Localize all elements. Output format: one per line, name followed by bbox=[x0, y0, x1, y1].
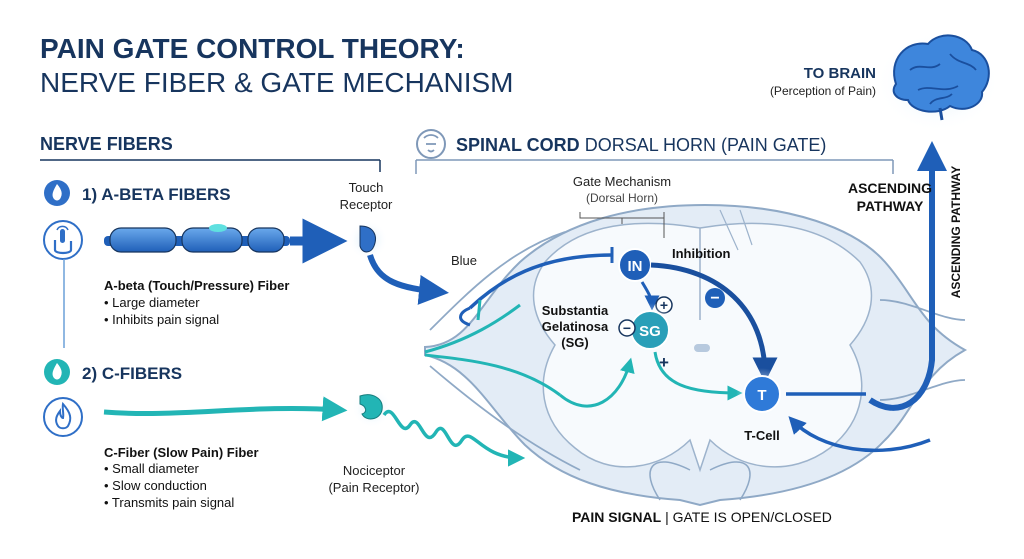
ascending-label-1: ASCENDING bbox=[848, 180, 932, 196]
ascending-pathway-arrow bbox=[868, 141, 947, 411]
sg-node-label: SG bbox=[639, 323, 661, 340]
ascending-label-2: PATHWAY bbox=[857, 198, 924, 214]
t-cell-node: T bbox=[736, 368, 788, 420]
a-beta-fiber bbox=[104, 218, 348, 264]
touch-receptor-label-2: Receptor bbox=[340, 197, 393, 212]
spinal-cord-heading: SPINAL CORD DORSAL HORN (PAIN GATE) bbox=[456, 135, 826, 155]
gate-mechanism-label: Gate Mechanism bbox=[573, 174, 671, 189]
footer-bold: PAIN SIGNAL bbox=[572, 509, 662, 525]
hand-touch-icon bbox=[43, 220, 83, 260]
footer-label: PAIN SIGNAL | GATE IS OPEN/CLOSED bbox=[572, 509, 832, 525]
c-fiber-pathway-upper bbox=[424, 303, 521, 354]
a-beta-to-cord-arrow bbox=[367, 254, 449, 305]
title-line-1: PAIN GATE CONTROL THEORY: bbox=[40, 33, 465, 64]
c-fiber-wave bbox=[382, 410, 526, 467]
spinal-cord-cross-section bbox=[424, 203, 968, 507]
c-fiber-bullet-3: • Transmits pain signal bbox=[104, 495, 234, 510]
nociceptor-icon bbox=[352, 388, 392, 428]
to-brain-label: TO BRAIN bbox=[804, 65, 876, 82]
touch-receptor-icon bbox=[348, 220, 388, 260]
a-beta-label: 1) A-BETA FIBERS bbox=[82, 185, 231, 204]
t-cell-label: T-Cell bbox=[744, 428, 779, 443]
c-fiber-to-sg-arrow bbox=[559, 357, 635, 408]
sg-label-1: Substantia bbox=[542, 303, 609, 318]
sg-minus-icon: − bbox=[618, 319, 636, 337]
c-fiber-badge-icon bbox=[44, 359, 70, 385]
ascending-vertical-label: ASCENDING PATHWAY bbox=[949, 166, 963, 298]
a-beta-name: A-beta (Touch/Pressure) Fiber bbox=[104, 278, 289, 293]
a-beta-bullet-2: • Inhibits pain signal bbox=[104, 312, 219, 327]
spinal-cord-heading-bold: SPINAL CORD bbox=[456, 135, 580, 155]
c-fiber-name: C-Fiber (Slow Pain) Fiber bbox=[104, 445, 259, 460]
perception-label: (Perception of Pain) bbox=[770, 84, 876, 98]
svg-text:+: + bbox=[660, 297, 668, 313]
in-to-t-arrow bbox=[650, 262, 778, 383]
gate-mechanism-sublabel: (Dorsal Horn) bbox=[586, 191, 658, 205]
c-fiber-label: 2) C-FIBERS bbox=[82, 364, 182, 383]
inhibition-label: Inhibition bbox=[672, 246, 731, 261]
t-node-label: T bbox=[757, 387, 766, 404]
nociceptor-label-2: (Pain Receptor) bbox=[328, 480, 419, 495]
sg-label-2: Gelatinosa bbox=[542, 319, 609, 334]
a-beta-badge-icon bbox=[44, 180, 70, 206]
spinal-cord-heading-rest: DORSAL HORN (PAIN GATE) bbox=[580, 135, 827, 155]
minus-sign-icon: − bbox=[705, 288, 725, 308]
svg-text:−: − bbox=[710, 290, 719, 307]
flame-icon bbox=[43, 397, 83, 437]
c-fiber-bullet-2: • Slow conduction bbox=[104, 478, 207, 493]
sg-label-3: (SG) bbox=[561, 335, 588, 350]
title-line-2: NERVE FIBER & GATE MECHANISM bbox=[40, 67, 513, 98]
c-fiber-pathway-lower bbox=[424, 353, 561, 397]
a-beta-pathway bbox=[468, 253, 613, 310]
t-feedback-arrow bbox=[788, 416, 931, 453]
c-fiber-bullet-1: • Small diameter bbox=[104, 461, 200, 476]
blue-label: Blue bbox=[451, 253, 477, 268]
c-fiber bbox=[103, 396, 348, 422]
gate-mechanism-bracket bbox=[579, 212, 665, 224]
sg-to-t-arrow bbox=[653, 351, 743, 401]
spine-icon bbox=[416, 129, 446, 159]
svg-text:−: − bbox=[623, 320, 631, 336]
c-fiber-synapse bbox=[476, 299, 482, 321]
a-beta-bullet-1: • Large diameter bbox=[104, 295, 200, 310]
brain-icon bbox=[876, 32, 1000, 132]
nociceptor-label-1: Nociceptor bbox=[343, 463, 406, 478]
sg-plus-label: + bbox=[659, 353, 669, 372]
in-node-label: IN bbox=[628, 258, 643, 275]
in-node: IN bbox=[611, 241, 659, 289]
touch-receptor-label-1: Touch bbox=[349, 180, 384, 195]
footer-rest: | GATE IS OPEN/CLOSED bbox=[661, 509, 832, 525]
nerve-fibers-heading: NERVE FIBERS bbox=[40, 134, 173, 154]
